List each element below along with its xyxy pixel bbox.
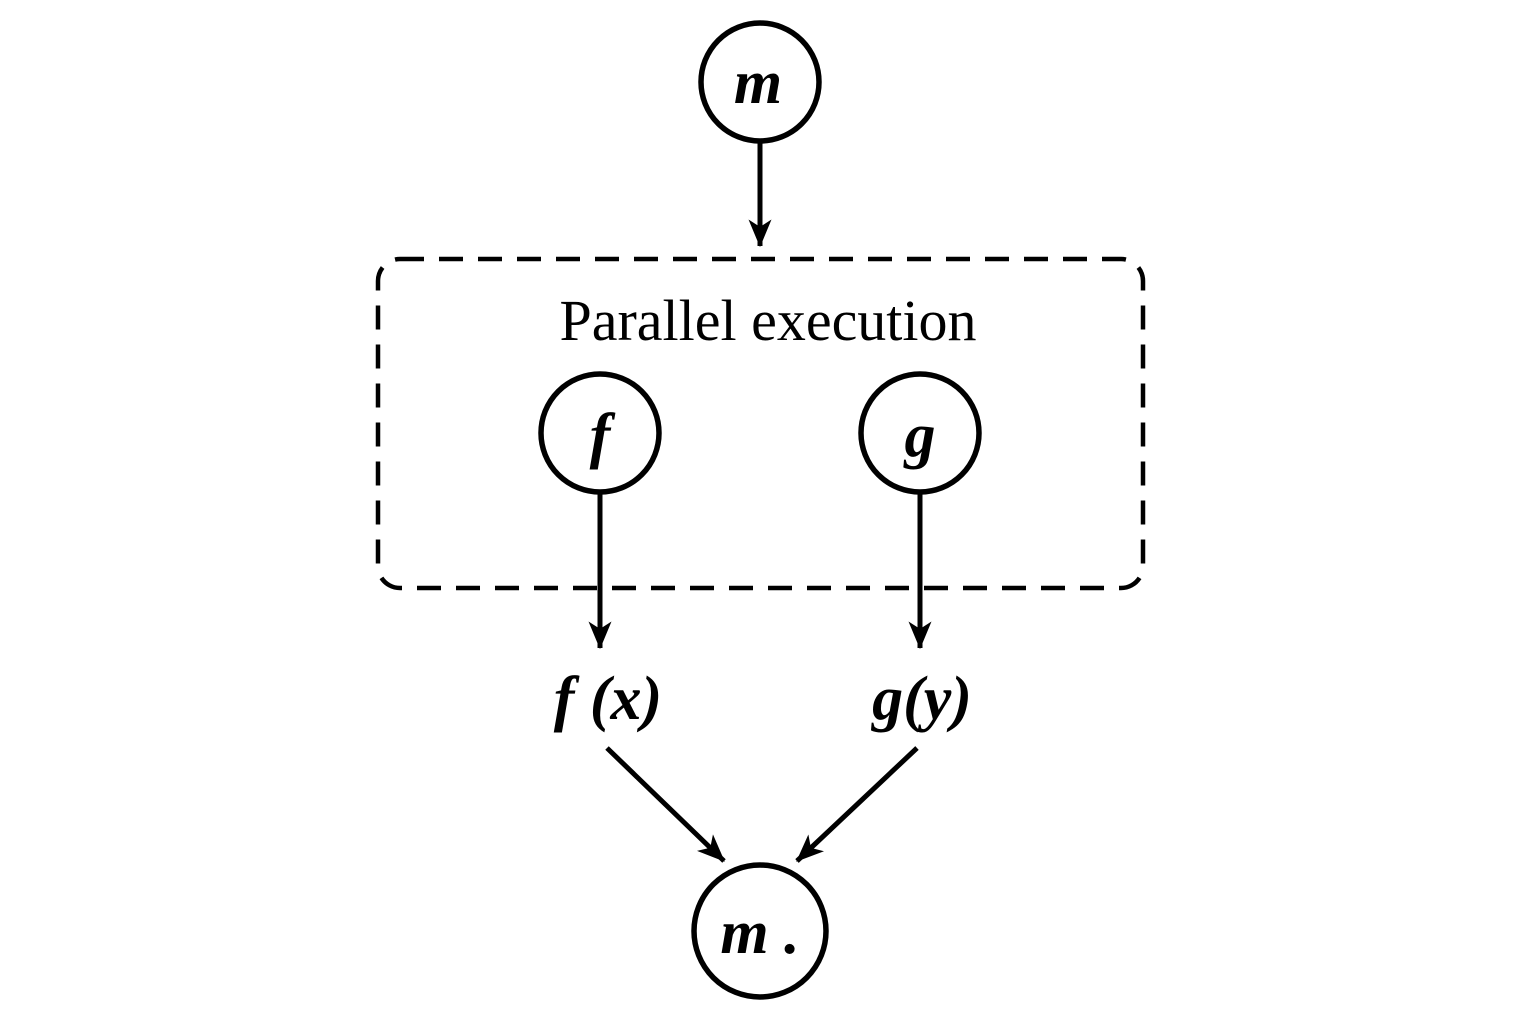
edge-fx-to-m — [605, 746, 726, 863]
node-input-circle — [698, 20, 822, 144]
parallel-execution-box — [375, 256, 1146, 591]
node-f-circle — [538, 371, 662, 495]
node-g-label: g — [903, 402, 936, 470]
label-g-of-y: g(y) — [870, 665, 972, 733]
node-g-circle — [858, 371, 982, 495]
node-input-message: m — [698, 20, 822, 144]
node-input-label: m — [734, 49, 782, 117]
parallel-execution-label: Parallel execution — [559, 288, 976, 353]
label-f-of-x: f (x) — [554, 665, 662, 733]
node-f: f — [538, 371, 662, 495]
node-output-label: m . — [720, 899, 799, 967]
node-g: g — [858, 371, 982, 495]
edge-gy-to-m — [795, 746, 919, 863]
node-output-circle — [691, 862, 829, 1000]
node-output-message: m . — [691, 862, 829, 1000]
